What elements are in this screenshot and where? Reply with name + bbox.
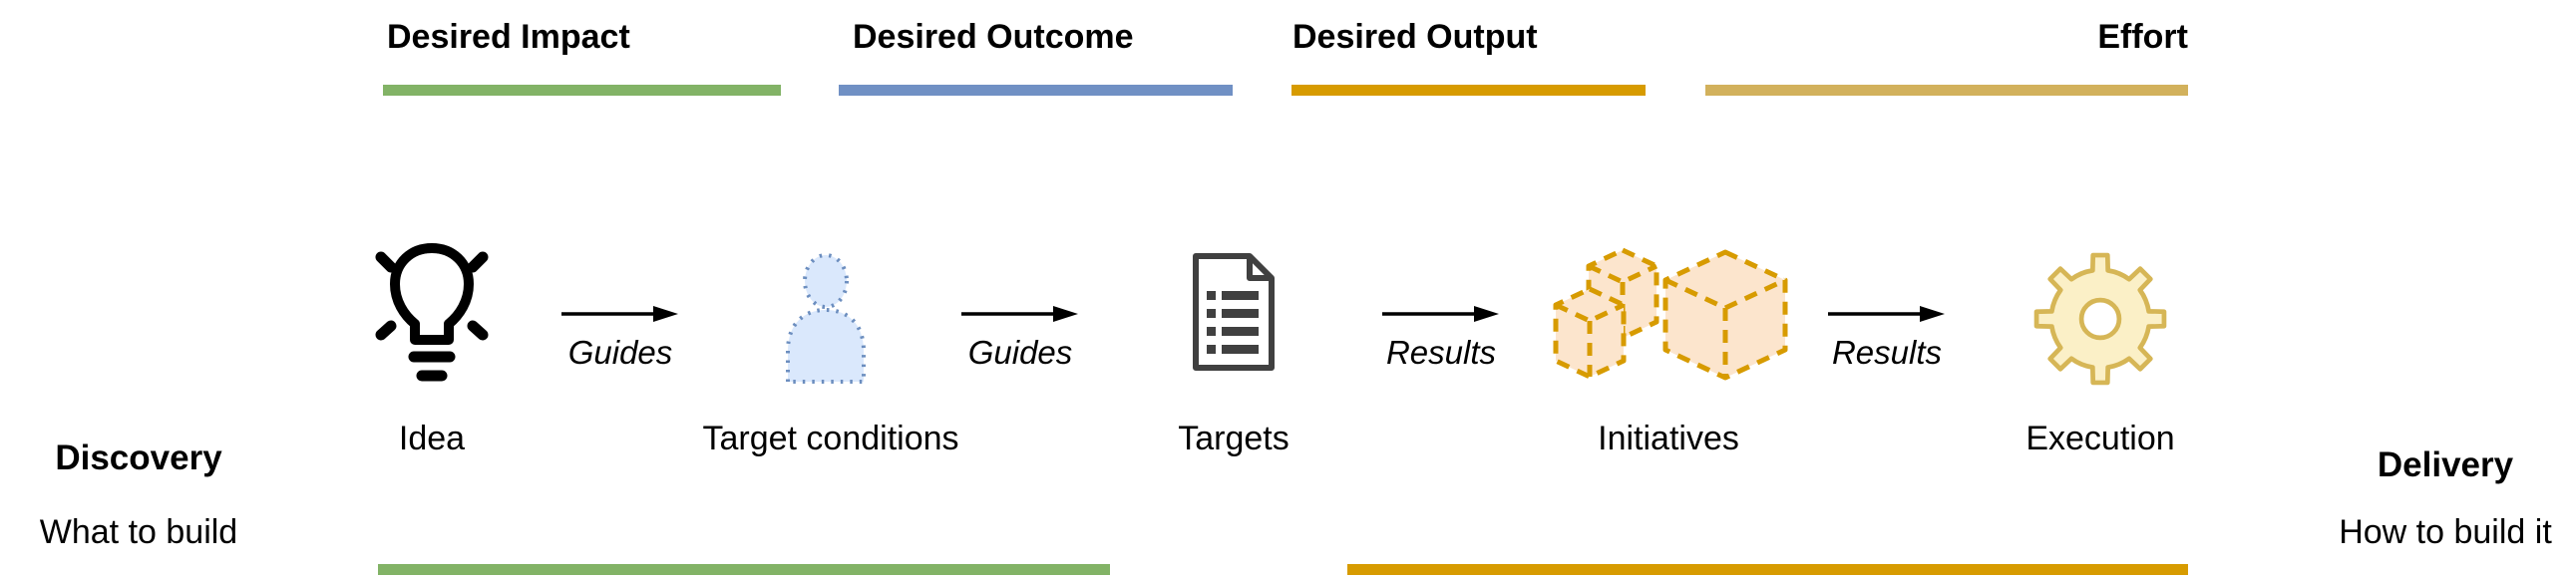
discovery-span-bar — [378, 564, 1110, 575]
header-desired-impact: Desired Impact — [387, 18, 630, 56]
person-icon — [780, 249, 872, 384]
stage-label-initiatives: Initiatives — [1598, 420, 1739, 457]
effort-bar — [1705, 85, 2188, 96]
stage-label-target-conditions: Target conditions — [702, 420, 959, 457]
cubes-icon — [1551, 244, 1790, 394]
arrow-caption: Guides — [567, 334, 673, 371]
arrow-right-icon — [1382, 306, 1499, 322]
output-bar — [1291, 85, 1646, 96]
delivery-title: Delivery — [2377, 445, 2514, 484]
discovery-subtitle: What to build — [39, 513, 238, 551]
impact-bar — [383, 85, 781, 96]
discovery-block: Discovery — [14, 438, 263, 478]
stage-label-idea: Idea — [398, 420, 466, 457]
arrow-initiatives-to-execution: Results — [1827, 305, 1947, 372]
arrow-caption: Guides — [967, 334, 1073, 371]
document-list-icon — [1190, 251, 1278, 373]
arrow-right-icon — [561, 306, 678, 322]
header-effort: Effort — [2097, 18, 2188, 56]
header-desired-output: Desired Output — [1292, 18, 1538, 56]
outcome-bar — [839, 85, 1233, 96]
arrow-idea-to-targetconditions: Guides — [560, 305, 680, 372]
stage-label-targets: Targets — [1178, 420, 1289, 457]
header-desired-outcome: Desired Outcome — [853, 18, 1134, 56]
arrow-caption: Results — [1831, 334, 1943, 371]
arrow-caption: Results — [1385, 334, 1497, 371]
arrow-right-icon — [1828, 306, 1945, 322]
arrow-targetconditions-to-targets: Guides — [960, 305, 1080, 372]
arrow-targets-to-initiatives: Results — [1381, 305, 1501, 372]
gear-icon — [2030, 249, 2170, 389]
delivery-span-bar — [1347, 564, 2188, 575]
discovery-title: Discovery — [55, 438, 222, 477]
lightbulb-icon — [367, 237, 497, 384]
stage-label-execution: Execution — [2025, 420, 2175, 457]
delivery-subtitle: How to build it — [2339, 513, 2552, 551]
delivery-block: Delivery — [2321, 445, 2570, 485]
arrow-right-icon — [961, 306, 1078, 322]
